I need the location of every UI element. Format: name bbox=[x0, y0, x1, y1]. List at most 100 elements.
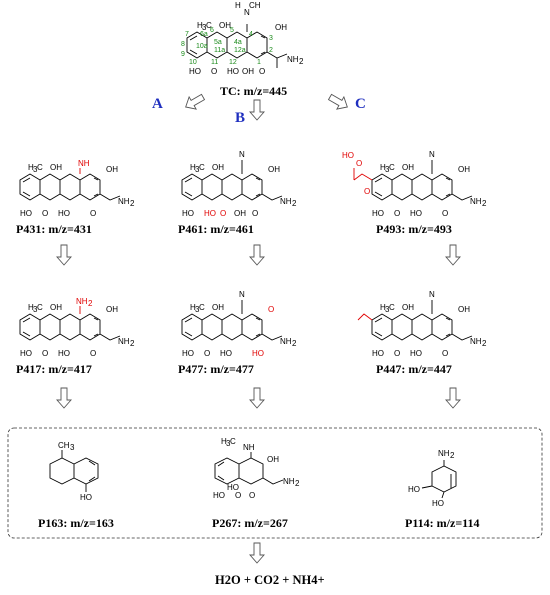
arrow-to-mineralization bbox=[249, 542, 265, 564]
svg-text:OH: OH bbox=[402, 163, 414, 172]
svg-text:HO: HO bbox=[372, 349, 384, 358]
svg-text:7: 7 bbox=[185, 31, 189, 38]
svg-text:10a: 10a bbox=[196, 43, 208, 50]
svg-text:H: H bbox=[28, 163, 34, 172]
arrow-p461-p477 bbox=[249, 244, 265, 266]
svg-text:2: 2 bbox=[130, 339, 135, 348]
svg-text:3: 3 bbox=[202, 23, 207, 32]
svg-text:3: 3 bbox=[33, 305, 38, 314]
svg-text:O: O bbox=[252, 209, 258, 218]
svg-text:4a: 4a bbox=[234, 39, 242, 46]
svg-text:N: N bbox=[239, 290, 245, 299]
svg-text:2: 2 bbox=[292, 339, 297, 348]
svg-text:H: H bbox=[190, 163, 196, 172]
svg-text:C: C bbox=[37, 303, 43, 312]
pathway-b-label: B bbox=[235, 110, 245, 126]
arrow-p447-p114 bbox=[445, 387, 461, 409]
svg-text:OH: OH bbox=[212, 303, 224, 312]
svg-text:H: H bbox=[221, 437, 227, 446]
arrow-c bbox=[326, 90, 352, 114]
svg-text:C: C bbox=[389, 303, 395, 312]
svg-text:HO: HO bbox=[213, 491, 225, 500]
tc-label: TC: m/z=445 bbox=[220, 84, 287, 98]
svg-text:C: C bbox=[230, 437, 236, 446]
svg-text:NH: NH bbox=[243, 443, 255, 452]
svg-text:HO: HO bbox=[220, 349, 232, 358]
svg-text:OH: OH bbox=[458, 165, 470, 174]
svg-text:1: 1 bbox=[257, 59, 261, 66]
p477-label: P477: m/z=477 bbox=[178, 362, 254, 376]
p447-label: P447: m/z=447 bbox=[376, 362, 452, 376]
svg-text:8: 8 bbox=[181, 41, 185, 48]
svg-text:OH: OH bbox=[268, 165, 280, 174]
svg-text:HO: HO bbox=[182, 209, 194, 218]
svg-text:2: 2 bbox=[88, 299, 93, 308]
svg-text:O: O bbox=[268, 305, 274, 314]
svg-text:OH: OH bbox=[106, 305, 118, 314]
svg-text:NH: NH bbox=[438, 449, 450, 458]
svg-text:O: O bbox=[394, 349, 400, 358]
svg-text:C: C bbox=[199, 303, 205, 312]
svg-text:O: O bbox=[356, 159, 362, 168]
svg-text:OH: OH bbox=[402, 303, 414, 312]
svg-text:O: O bbox=[42, 349, 48, 358]
arrow-p493-p447 bbox=[445, 244, 461, 266]
svg-text:OH: OH bbox=[219, 21, 231, 30]
svg-text:N: N bbox=[429, 290, 435, 299]
svg-text:C: C bbox=[389, 163, 395, 172]
svg-text:2: 2 bbox=[269, 47, 273, 54]
arrow-p477-p267 bbox=[249, 387, 265, 409]
svg-text:NH: NH bbox=[76, 297, 88, 306]
svg-text:O: O bbox=[211, 67, 217, 76]
svg-text:2: 2 bbox=[292, 199, 297, 208]
svg-text:3: 3 bbox=[195, 305, 200, 314]
svg-text:NH: NH bbox=[118, 197, 130, 206]
svg-text:3: 3 bbox=[226, 439, 231, 448]
svg-text:OH: OH bbox=[234, 209, 246, 218]
svg-text:NH: NH bbox=[283, 477, 295, 486]
svg-text:O: O bbox=[220, 209, 226, 218]
svg-text:NH: NH bbox=[280, 197, 292, 206]
svg-text:2: 2 bbox=[299, 57, 304, 66]
svg-text:2: 2 bbox=[482, 339, 487, 348]
svg-text:H: H bbox=[380, 163, 386, 172]
svg-text:O: O bbox=[204, 349, 210, 358]
svg-text:12a: 12a bbox=[234, 47, 246, 54]
svg-text:NH: NH bbox=[118, 337, 130, 346]
svg-text:OH: OH bbox=[242, 67, 254, 76]
svg-text:H: H bbox=[28, 303, 34, 312]
arrow-p417-p163 bbox=[56, 387, 72, 409]
svg-text:C: C bbox=[37, 163, 43, 172]
svg-text:HO: HO bbox=[252, 349, 264, 358]
svg-text:HO: HO bbox=[58, 209, 70, 218]
svg-text:H: H bbox=[235, 1, 241, 10]
svg-text:C: C bbox=[206, 21, 212, 30]
p493-label: P493: m/z=493 bbox=[376, 222, 452, 236]
svg-text:C: C bbox=[199, 163, 205, 172]
svg-text:12: 12 bbox=[229, 59, 237, 66]
svg-text:11: 11 bbox=[211, 59, 218, 66]
svg-text:3: 3 bbox=[70, 443, 75, 452]
svg-text:OH: OH bbox=[267, 455, 279, 464]
pathway-c-label: C bbox=[355, 96, 366, 112]
svg-text:O: O bbox=[235, 491, 241, 500]
svg-text:4: 4 bbox=[249, 31, 253, 38]
svg-text:3: 3 bbox=[33, 165, 38, 174]
svg-text:10: 10 bbox=[189, 59, 197, 66]
svg-text:OH: OH bbox=[275, 23, 287, 32]
svg-text:O: O bbox=[90, 349, 96, 358]
svg-text:CH: CH bbox=[58, 441, 70, 450]
svg-text:3: 3 bbox=[195, 165, 200, 174]
svg-text:N: N bbox=[239, 150, 245, 159]
p267-label: P267: m/z=267 bbox=[212, 516, 288, 530]
svg-text:HO: HO bbox=[20, 349, 32, 358]
svg-text:HO: HO bbox=[182, 349, 194, 358]
